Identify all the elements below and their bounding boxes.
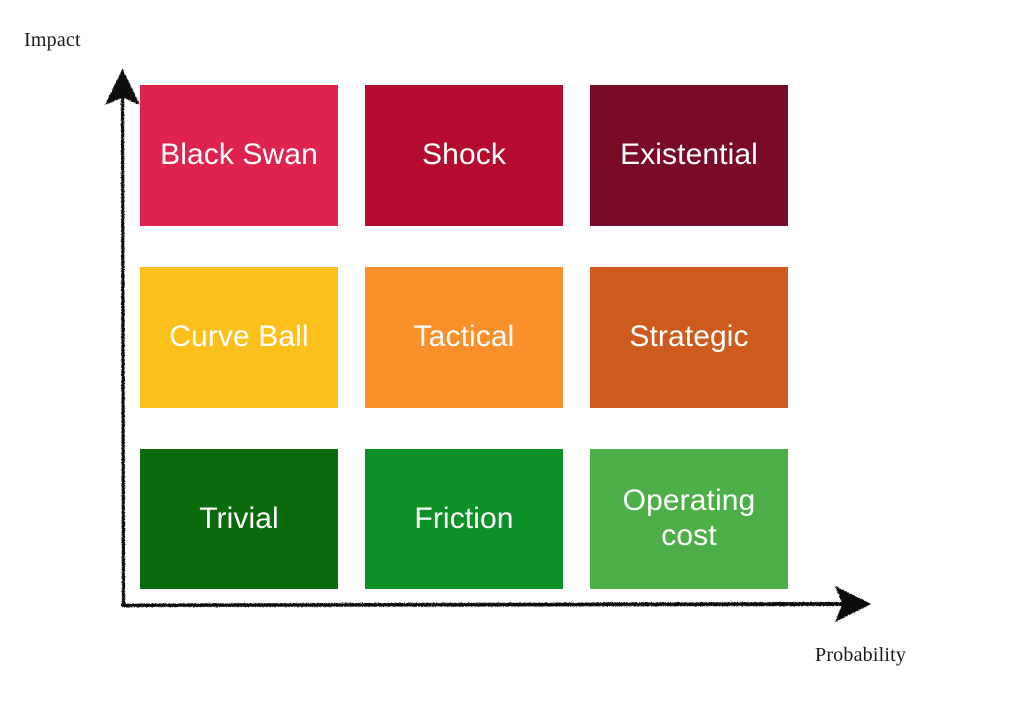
matrix-cell-strategic[interactable]: Strategic xyxy=(590,267,788,408)
matrix-cell-label: Friction xyxy=(414,501,514,535)
matrix-cell-label: Trivial xyxy=(199,501,279,535)
matrix-cell-shock[interactable]: Shock xyxy=(365,85,563,226)
y-axis-label: Impact xyxy=(24,29,81,51)
matrix-cell-label: Black Swan xyxy=(160,138,318,172)
matrix-cell-operating-cost[interactable]: Operating cost xyxy=(590,449,788,589)
x-axis-line xyxy=(121,601,843,608)
matrix-cell-curve-ball[interactable]: Curve Ball xyxy=(140,267,338,408)
matrix-cell-label: Curve Ball xyxy=(169,320,309,354)
risk-matrix-grid: Black Swan Shock Existential Curve Ball … xyxy=(140,85,788,593)
matrix-cell-label: Operating cost xyxy=(622,484,756,552)
y-axis-line xyxy=(120,97,126,605)
matrix-cell-label: Strategic xyxy=(629,320,749,354)
matrix-cell-black-swan[interactable]: Black Swan xyxy=(140,85,338,226)
x-axis-arrowhead xyxy=(835,585,872,623)
y-axis-arrowhead xyxy=(104,68,141,105)
matrix-cell-trivial[interactable]: Trivial xyxy=(140,449,338,589)
matrix-cell-friction[interactable]: Friction xyxy=(365,449,563,589)
matrix-cell-label: Shock xyxy=(422,138,506,172)
x-axis-label: Probability xyxy=(815,644,907,666)
matrix-cell-tactical[interactable]: Tactical xyxy=(365,267,563,408)
matrix-cell-existential[interactable]: Existential xyxy=(590,85,788,226)
matrix-cell-label: Existential xyxy=(620,138,758,172)
matrix-cell-label: Tactical xyxy=(413,320,515,354)
